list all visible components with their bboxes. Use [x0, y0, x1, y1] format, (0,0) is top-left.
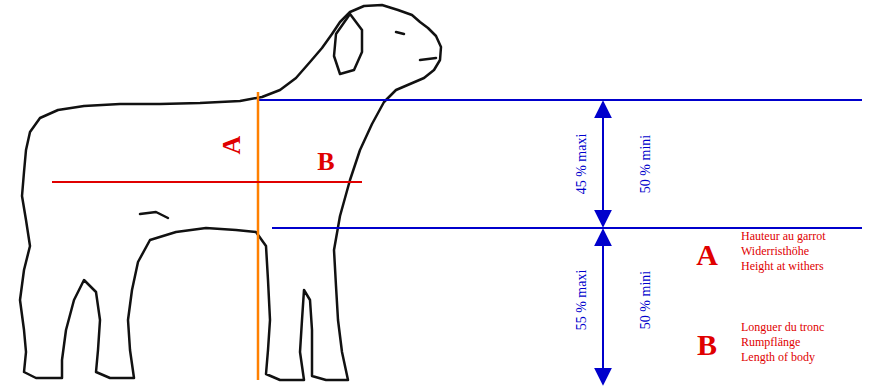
- legend-letter: A: [695, 240, 719, 270]
- legend-text: Hauteur au garrot: [740, 230, 827, 242]
- height-line: [257, 92, 260, 380]
- elbow-line: [272, 227, 862, 229]
- legend-text: Length of body: [740, 351, 816, 363]
- max-ratio: 55 % maxi: [575, 269, 589, 332]
- max-ratio: 45 % maxi: [575, 133, 589, 196]
- legend-text: Rumpflänge: [740, 336, 801, 348]
- min-ratio: 50 % mini: [639, 270, 653, 330]
- legend-text: Widerristhöhe: [740, 245, 810, 257]
- legend-text: Height at withers: [740, 260, 825, 272]
- min-ratio: 50 % mini: [639, 134, 653, 194]
- dog-elbow: [140, 212, 168, 218]
- legend-letter: B: [696, 330, 718, 360]
- length-letter: B: [316, 149, 335, 175]
- upper-dimension-arrow: [602, 102, 604, 226]
- dog-outline: [20, 5, 441, 380]
- lower-dimension-arrow: [602, 230, 604, 384]
- dog-ear: [334, 14, 362, 74]
- dog-eye: [396, 32, 404, 34]
- length-line: [52, 181, 362, 183]
- legend-text: Longuer du tronc: [740, 321, 825, 333]
- dog-mouth: [420, 58, 436, 60]
- height-letter: A: [219, 135, 245, 156]
- withers-line: [258, 99, 862, 101]
